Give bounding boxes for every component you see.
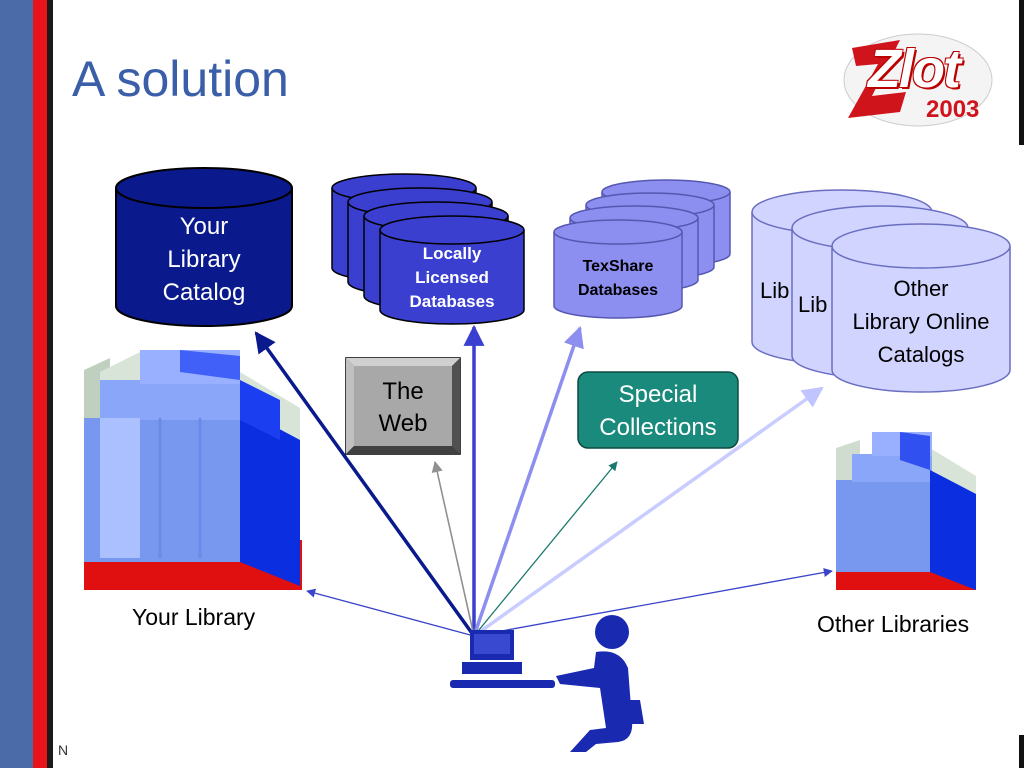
library-building-icon xyxy=(84,350,302,590)
catalog-label: Your Library Catalog xyxy=(162,213,246,306)
texshare-cylinder-stack xyxy=(553,179,731,319)
web-label: The Web xyxy=(378,378,428,437)
other-library-building-icon xyxy=(836,432,976,590)
side-stripe-blue xyxy=(0,0,33,768)
side-stripe-dark xyxy=(47,0,53,768)
right-edge-bar xyxy=(1019,0,1024,145)
licensed-label: Locally Licensed Databases xyxy=(409,244,495,311)
arrow-to-other-libraries xyxy=(473,567,833,637)
computer-user-icon xyxy=(450,615,644,752)
arrow-to-your-library xyxy=(306,588,475,637)
other-catalogs-peek-label-1: Lib xyxy=(760,278,790,303)
slide-title: A solution xyxy=(72,51,289,107)
other-catalogs-label: Other Library Online Catalogs xyxy=(852,276,990,367)
other-catalogs-cylinder-stack xyxy=(751,189,1011,393)
arrow-to-texshare xyxy=(472,326,584,637)
other-catalogs-peek-label-2: Lib xyxy=(798,292,828,317)
arrow-to-other-catalogs xyxy=(472,386,824,638)
footer-text: N xyxy=(58,742,69,758)
arrow-to-web xyxy=(431,460,475,637)
arrow-to-catalog xyxy=(254,331,476,638)
texshare-label: TexShare Databases xyxy=(577,258,659,299)
side-stripe-red xyxy=(33,0,47,768)
logo-year: 2003 xyxy=(926,96,980,123)
other-libraries-label: Other Libraries xyxy=(817,611,970,637)
logo-word: Zlot xyxy=(868,39,961,99)
your-library-label: Your Library xyxy=(132,604,256,630)
zlot-logo xyxy=(843,33,993,127)
special-collections-box xyxy=(577,371,739,449)
right-edge-bar-bottom xyxy=(1019,735,1024,768)
arrow-to-special xyxy=(473,461,618,637)
licensed-cylinder-stack xyxy=(331,173,525,325)
catalog-cylinder xyxy=(115,167,293,327)
special-collections-label: Special Collections xyxy=(599,381,717,441)
web-box xyxy=(345,357,461,455)
